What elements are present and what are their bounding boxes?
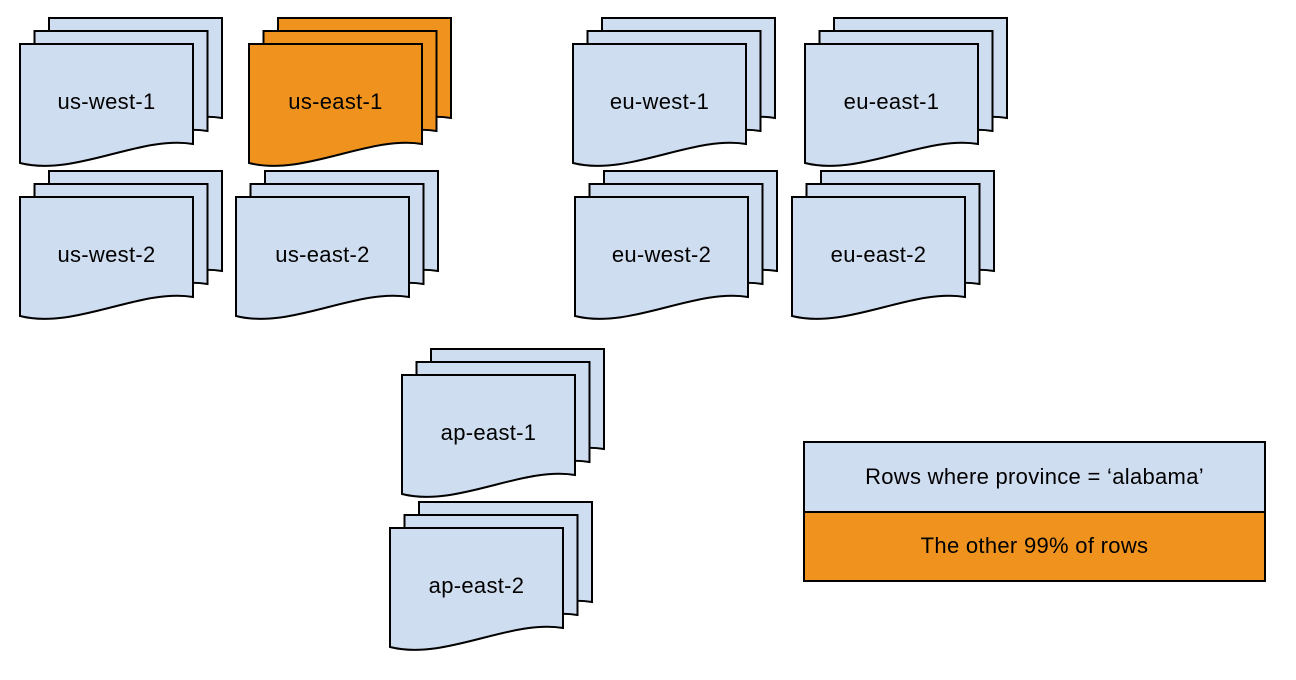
document-icon xyxy=(19,43,194,167)
document-stack-icon xyxy=(574,170,778,320)
document-stack-icon xyxy=(791,170,995,320)
document-stack-icon xyxy=(401,348,605,498)
region-stack-us-east-1: us-east-1 xyxy=(248,17,452,173)
document-icon xyxy=(574,196,749,320)
region-stack-us-west-2: us-west-2 xyxy=(19,170,223,326)
region-stack-ap-east-2: ap-east-2 xyxy=(389,501,593,657)
legend: Rows where province = ‘alabama’ The othe… xyxy=(803,441,1266,582)
document-stack-icon xyxy=(19,170,223,320)
document-icon xyxy=(572,43,747,167)
region-stack-ap-east-1: ap-east-1 xyxy=(401,348,605,504)
document-stack-icon xyxy=(19,17,223,167)
document-icon xyxy=(401,374,576,498)
document-stack-icon xyxy=(235,170,439,320)
region-stack-us-west-1: us-west-1 xyxy=(19,17,223,173)
region-stack-us-east-2: us-east-2 xyxy=(235,170,439,326)
region-stack-eu-west-2: eu-west-2 xyxy=(574,170,778,326)
document-stack-icon xyxy=(248,17,452,167)
legend-row-other-rows: The other 99% of rows xyxy=(805,512,1264,580)
document-icon xyxy=(389,527,564,651)
document-icon xyxy=(804,43,979,167)
document-stack-icon xyxy=(804,17,1008,167)
document-icon xyxy=(235,196,410,320)
region-stack-eu-east-1: eu-east-1 xyxy=(804,17,1008,173)
document-icon xyxy=(791,196,966,320)
region-stack-eu-west-1: eu-west-1 xyxy=(572,17,776,173)
legend-row-alabama: Rows where province = ‘alabama’ xyxy=(805,443,1264,513)
document-stack-icon xyxy=(389,501,593,651)
region-stack-eu-east-2: eu-east-2 xyxy=(791,170,995,326)
legend-label-alabama: Rows where province = ‘alabama’ xyxy=(865,463,1204,489)
legend-label-other-rows: The other 99% of rows xyxy=(920,533,1149,559)
document-icon xyxy=(248,43,423,167)
document-icon xyxy=(19,196,194,320)
document-stack-icon xyxy=(572,17,776,167)
